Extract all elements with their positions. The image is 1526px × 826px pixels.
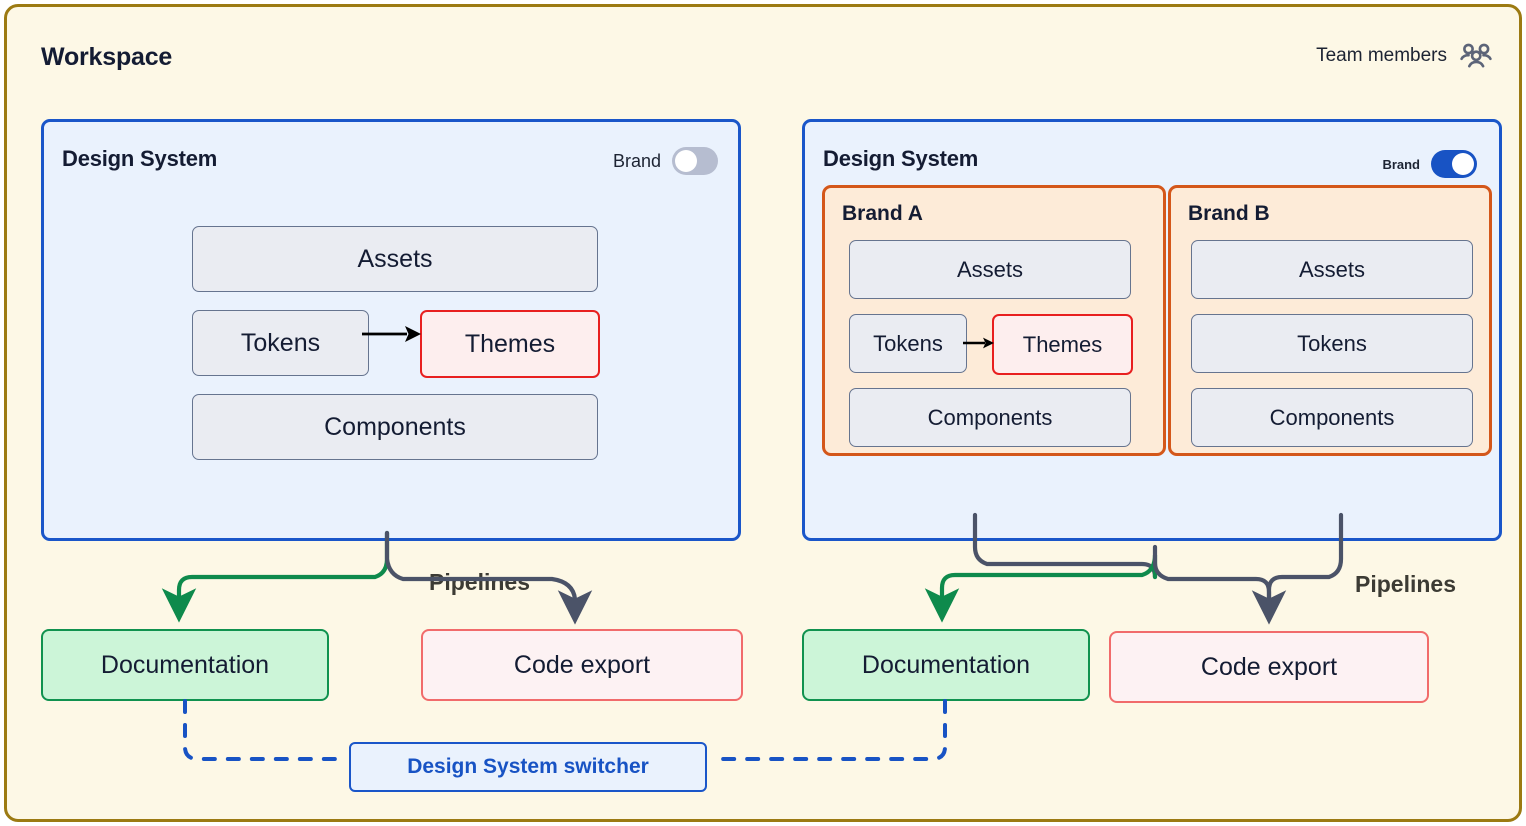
people-icon [1459,43,1493,69]
toggle-switch-on[interactable] [1431,150,1477,178]
box-tokens-brand-b[interactable]: Tokens [1191,314,1473,373]
pipelines-label-right: Pipelines [1355,571,1456,597]
arrow-tokens-to-themes-brand-a [963,337,994,349]
output-code-export-left[interactable]: Code export [421,629,743,701]
toggle-knob [1452,153,1474,175]
page-title: Workspace [41,43,173,71]
design-system-title-left: Design System [62,146,218,171]
design-system-panel-right: Design System Brand Brand A Assets Token… [802,119,1502,541]
toggle-knob [675,150,697,172]
design-system-title-right: Design System [823,146,979,171]
box-themes-brand-a[interactable]: Themes [992,314,1133,375]
team-members-label: Team members [1316,45,1447,66]
box-components-left[interactable]: Components [192,394,598,460]
brand-a-title: Brand A [842,202,923,225]
box-tokens-left[interactable]: Tokens [192,310,369,376]
brand-toggle-label-right: Brand [1382,156,1420,172]
brand-toggle-right[interactable]: Brand [1382,150,1477,178]
diagram-canvas: Workspace Team members Design System Bra… [4,4,1522,822]
box-tokens-brand-a[interactable]: Tokens [849,314,967,373]
box-components-brand-b[interactable]: Components [1191,388,1473,447]
box-assets-brand-b[interactable]: Assets [1191,240,1473,299]
toggle-switch-off[interactable] [672,147,718,175]
brand-toggle-label-left: Brand [612,150,661,171]
box-themes-left[interactable]: Themes [420,310,600,378]
brand-b-title: Brand B [1188,202,1270,225]
design-system-panel-left: Design System Brand Assets Tokens Themes… [41,119,741,541]
output-documentation-left[interactable]: Documentation [41,629,329,701]
brand-card-b: Brand B Assets Tokens Components [1168,185,1492,456]
team-members-control[interactable]: Team members [1316,43,1493,69]
box-assets-brand-a[interactable]: Assets [849,240,1131,299]
output-code-export-right[interactable]: Code export [1109,631,1429,703]
box-components-brand-a[interactable]: Components [849,388,1131,447]
brand-card-a: Brand A Assets Tokens Themes Components [822,185,1166,456]
output-documentation-right[interactable]: Documentation [802,629,1090,701]
brand-toggle-left[interactable]: Brand [613,147,718,175]
box-assets-left[interactable]: Assets [192,226,598,292]
design-system-switcher[interactable]: Design System switcher [349,742,707,792]
pipelines-label-left: Pipelines [429,569,530,595]
